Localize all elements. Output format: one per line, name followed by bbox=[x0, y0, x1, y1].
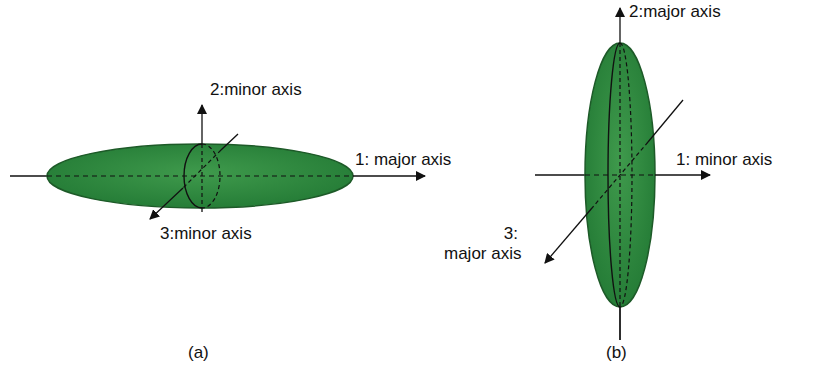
axis-label: 1: minor axis bbox=[676, 150, 772, 170]
axis-label: 1: major axis bbox=[355, 150, 451, 170]
axis-label: 3:minor axis bbox=[160, 224, 252, 244]
axis-label: 2:major axis bbox=[629, 2, 721, 22]
axis-label: 3: major axis bbox=[444, 224, 524, 263]
axis-label: 2:minor axis bbox=[210, 80, 302, 100]
panel-label: (a) bbox=[188, 343, 209, 363]
panel-label: (b) bbox=[606, 343, 627, 363]
